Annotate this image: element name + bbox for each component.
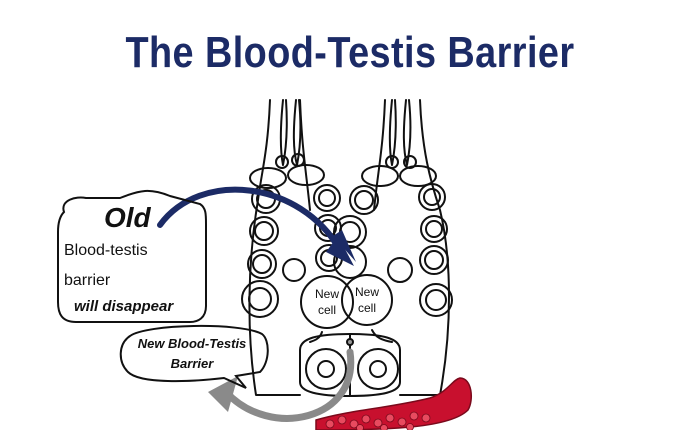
old-note-bubble [57, 190, 207, 323]
old-note-line-3: will disappear [74, 298, 174, 315]
new-cell-right [341, 274, 393, 326]
old-heading: Old [104, 202, 151, 233]
new-cell-right-line-1: New [354, 285, 379, 299]
new-note-bubble [119, 325, 269, 389]
new-note-line-2: Barrier [170, 356, 214, 371]
new-cell-left [300, 275, 354, 329]
old-barrier-arrow [157, 186, 343, 253]
page-title: The Blood-Testis Barrier [125, 28, 575, 77]
new-cell-left-line-2: cell [317, 303, 336, 317]
new-cell-label-left: New cell [307, 286, 347, 318]
new-barrier-arrow [222, 348, 355, 422]
old-note-line-1: Blood-testis [64, 242, 148, 259]
sertoli-cell-right [349, 99, 453, 396]
new-barrier-arrowhead [208, 376, 238, 412]
new-barrier-note: New Blood-Testis Barrier [122, 334, 262, 374]
central-cells [300, 215, 393, 343]
new-note-line-1: New Blood-Testis [137, 336, 247, 351]
blood-vessel [315, 377, 473, 430]
new-cell-right-line-2: cell [357, 301, 376, 315]
new-cell-left-line-1: New [314, 287, 339, 301]
new-cell-label-right: New cell [347, 284, 387, 316]
old-note-line-2: barrier [64, 272, 111, 289]
